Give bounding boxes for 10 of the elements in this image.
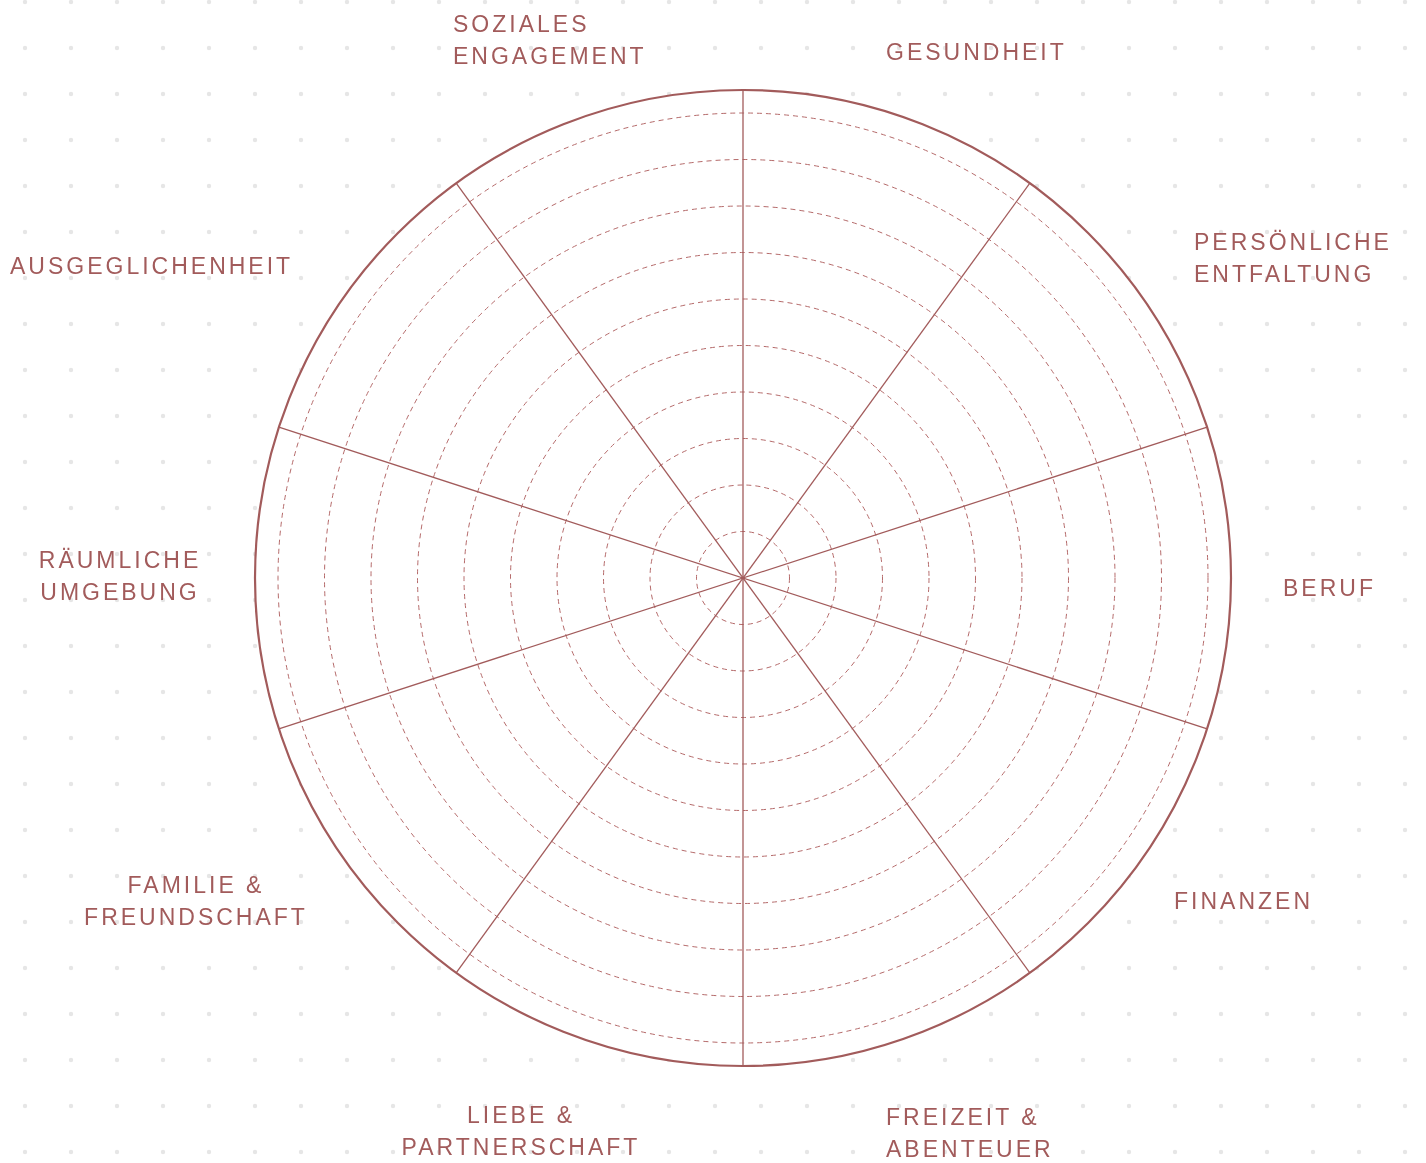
category-label: BERUF [1283, 574, 1377, 603]
category-label: RÄUMLICHE UMGEBUNG [37, 546, 203, 607]
category-label: PERSÖNLICHE ENTFALTUNG [1194, 228, 1393, 289]
category-label: GESUNDHEIT [886, 38, 1068, 67]
category-label: FAMILIE & FREUNDSCHAFT [83, 871, 309, 932]
category-label: SOZIALES ENGAGEMENT [453, 10, 648, 71]
category-label: AUSGEGLICHENHEIT [10, 252, 295, 281]
category-label: FINANZEN [1174, 887, 1314, 916]
category-label: LIEBE & PARTNERSCHAFT [400, 1101, 642, 1162]
category-label: FREIZEIT & ABENTEUER [886, 1103, 1055, 1163]
